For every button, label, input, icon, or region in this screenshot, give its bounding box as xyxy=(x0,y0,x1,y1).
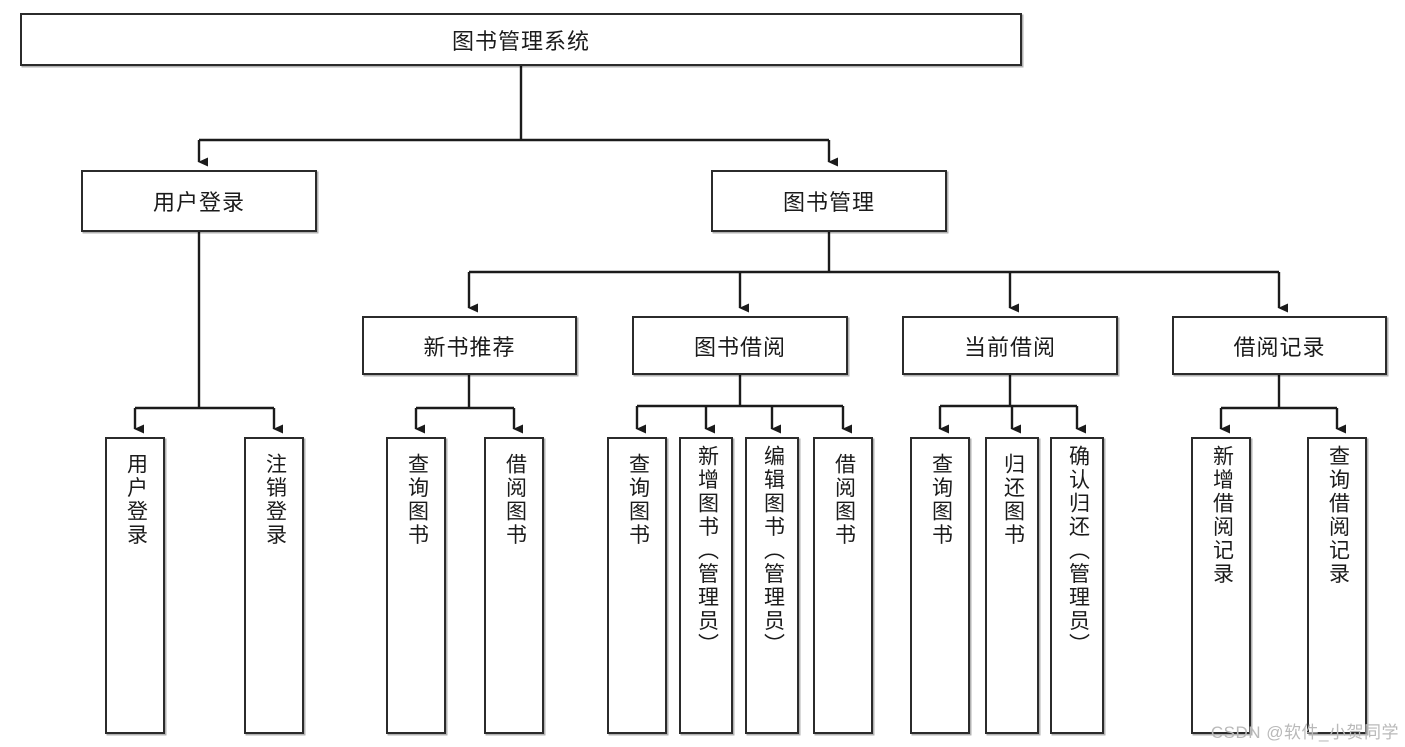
node-borrow-record-label: 借阅记录 xyxy=(1233,334,1326,360)
node-leaf-query-book-cur-label: 查询图书 xyxy=(929,453,953,547)
node-root[interactable]: 图书管理系统 xyxy=(20,13,1022,66)
node-leaf-return-book-label: 归还图书 xyxy=(1001,453,1025,547)
node-leaf-query-book-rec[interactable]: 查询图书 xyxy=(386,437,446,734)
node-leaf-logout-label: 注销登录 xyxy=(263,453,287,547)
node-new-book-recommend[interactable]: 新书推荐 xyxy=(362,316,577,375)
node-leaf-query-book-borrow[interactable]: 查询图书 xyxy=(607,437,667,734)
node-leaf-query-book-cur[interactable]: 查询图书 xyxy=(910,437,970,734)
node-root-label: 图书管理系统 xyxy=(451,28,590,54)
node-current-borrow-label: 当前借阅 xyxy=(963,334,1056,360)
node-book-manage-label: 图书管理 xyxy=(782,190,875,215)
node-leaf-edit-book-admin[interactable]: 编辑图书（管理员） xyxy=(745,437,799,734)
node-leaf-add-book-admin-label: 新增图书（管理员） xyxy=(695,445,719,657)
node-leaf-confirm-return-admin-label: 确认归还（管理员） xyxy=(1066,445,1090,657)
node-leaf-query-record[interactable]: 查询借阅记录 xyxy=(1307,437,1367,734)
node-book-borrow[interactable]: 图书借阅 xyxy=(632,316,848,375)
node-leaf-borrow-book-rec[interactable]: 借阅图书 xyxy=(484,437,544,734)
node-leaf-query-book-rec-label: 查询图书 xyxy=(405,453,429,547)
node-leaf-query-book-borrow-label: 查询图书 xyxy=(626,453,650,547)
node-book-manage[interactable]: 图书管理 xyxy=(711,170,947,232)
node-leaf-add-record-label: 新增借阅记录 xyxy=(1210,445,1234,586)
node-leaf-confirm-return-admin[interactable]: 确认归还（管理员） xyxy=(1050,437,1104,734)
node-leaf-return-book[interactable]: 归还图书 xyxy=(985,437,1039,734)
node-leaf-query-record-label: 查询借阅记录 xyxy=(1326,445,1350,586)
watermark-text: CSDN @软件_小贺同学 xyxy=(1210,723,1399,742)
node-leaf-add-record[interactable]: 新增借阅记录 xyxy=(1191,437,1251,734)
node-leaf-borrow-book-label: 借阅图书 xyxy=(832,453,856,547)
node-leaf-user-login[interactable]: 用户登录 xyxy=(105,437,165,734)
node-leaf-add-book-admin[interactable]: 新增图书（管理员） xyxy=(679,437,733,734)
node-leaf-logout[interactable]: 注销登录 xyxy=(244,437,304,734)
node-user-login-label: 用户登录 xyxy=(152,190,245,215)
node-leaf-borrow-book[interactable]: 借阅图书 xyxy=(813,437,873,734)
node-user-login[interactable]: 用户登录 xyxy=(81,170,317,232)
node-borrow-record[interactable]: 借阅记录 xyxy=(1172,316,1387,375)
node-leaf-borrow-book-rec-label: 借阅图书 xyxy=(503,453,527,547)
node-leaf-user-login-label: 用户登录 xyxy=(124,453,148,547)
node-book-borrow-label: 图书借阅 xyxy=(693,334,786,360)
node-current-borrow[interactable]: 当前借阅 xyxy=(902,316,1118,375)
node-leaf-edit-book-admin-label: 编辑图书（管理员） xyxy=(761,445,785,657)
node-new-book-recommend-label: 新书推荐 xyxy=(423,334,516,360)
